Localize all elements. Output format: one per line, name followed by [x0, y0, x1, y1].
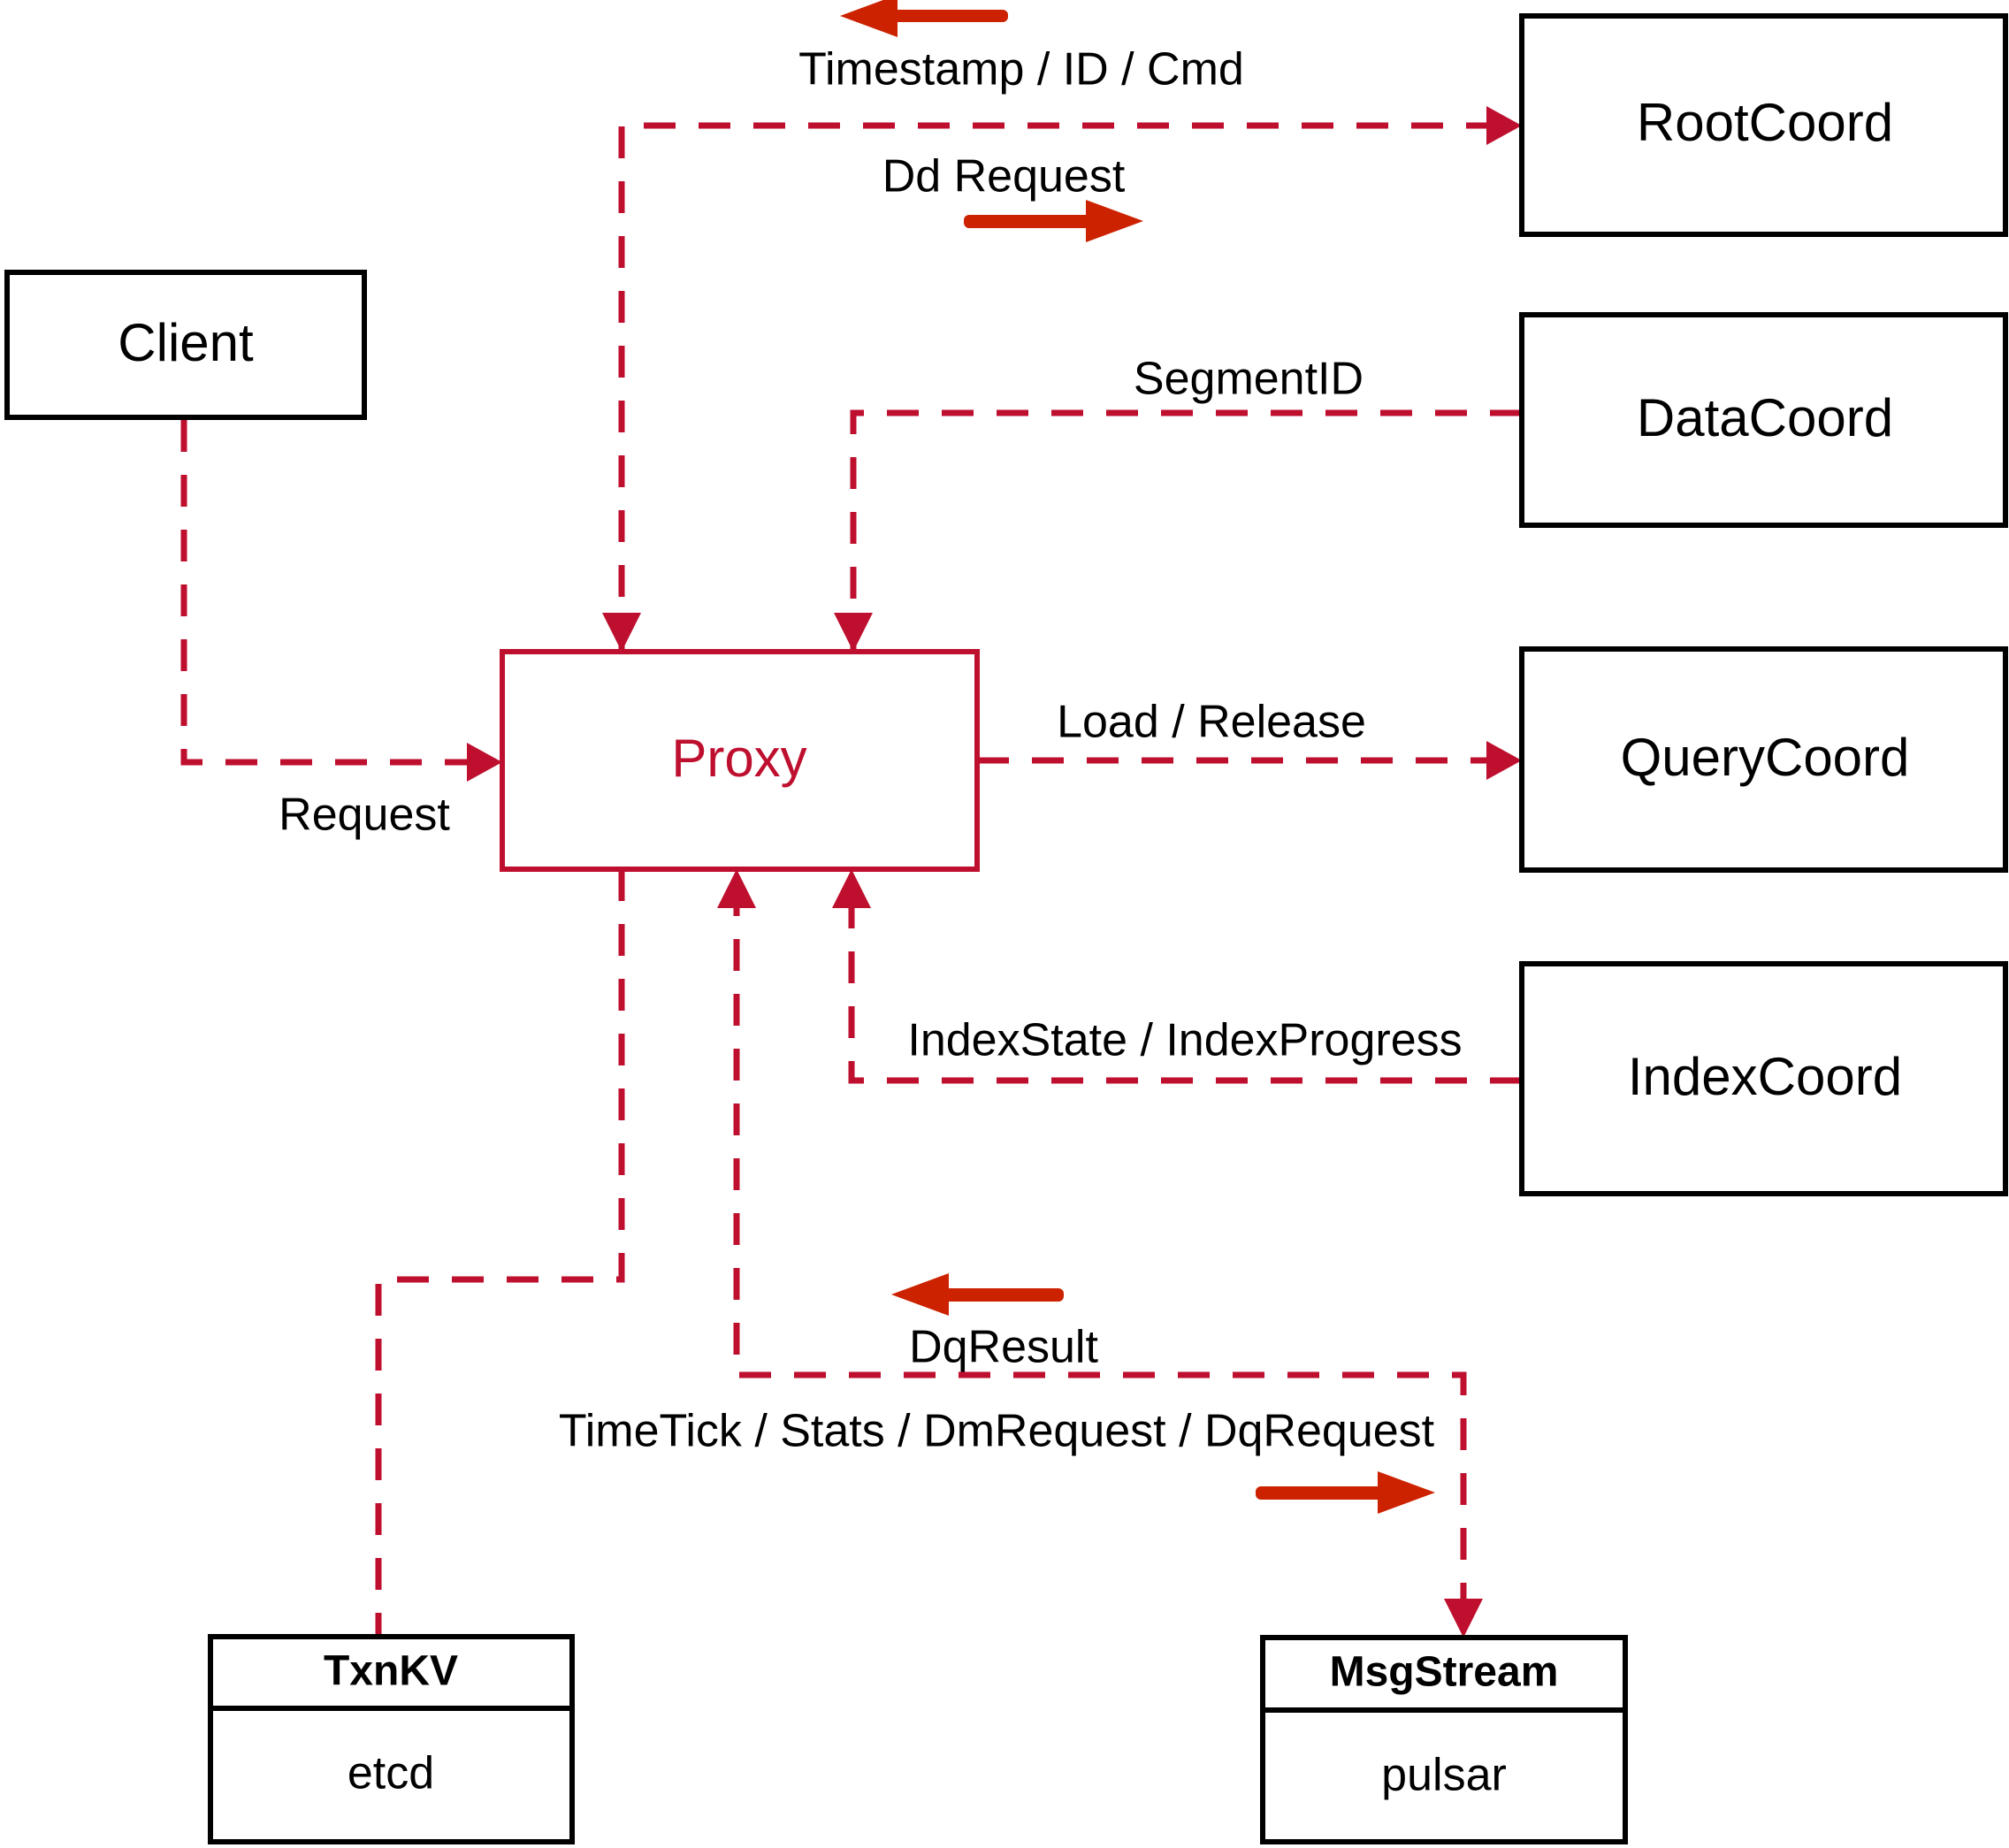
direction-arrow-timetick	[1256, 1471, 1435, 1514]
edge-label-timestamp: Timestamp / ID / Cmd	[798, 44, 1244, 95]
direction-arrow-timestamp	[840, 0, 1008, 37]
msgstream-label: MsgStream	[1330, 1649, 1559, 1696]
querycoord-label: QueryCoord	[1621, 728, 1910, 787]
edge-line-msgstream	[733, 884, 1467, 1618]
txnkv-box[interactable]	[208, 1634, 575, 1844]
rootcoord-label: RootCoord	[1637, 93, 1893, 152]
edge-label-request: Request	[279, 790, 450, 841]
arrow-head-querycoord	[1486, 741, 1522, 780]
proxy-box[interactable]	[500, 649, 980, 872]
arrow-head-proxy-top-right	[834, 613, 873, 652]
node-datacoord[interactable]: DataCoord	[1519, 312, 2008, 528]
rootcoord-box[interactable]	[1519, 13, 2008, 237]
node-proxy[interactable]: Proxy	[500, 649, 980, 872]
node-msgstream[interactable]: MsgStream pulsar	[1260, 1635, 1628, 1844]
querycoord-box[interactable]	[1519, 646, 2008, 873]
edge-label-load-release: Load / Release	[1057, 697, 1366, 748]
edge-line-indexcoord	[848, 884, 1522, 1084]
node-indexcoord[interactable]: IndexCoord	[1519, 961, 2008, 1196]
edge-line-rootcoord	[618, 122, 1508, 652]
txnkv-impl-label: etcd	[348, 1748, 434, 1799]
arrow-head-request	[467, 743, 502, 782]
edge-line-request	[180, 420, 488, 766]
edge-label-dd-request: Dd Request	[882, 151, 1126, 202]
txnkv-label: TxnKV	[324, 1648, 458, 1695]
indexcoord-box[interactable]	[1519, 961, 2008, 1196]
msgstream-box[interactable]	[1260, 1635, 1628, 1844]
indexcoord-label: IndexCoord	[1628, 1047, 1902, 1106]
direction-arrow-dd-request	[964, 200, 1143, 242]
node-txnkv[interactable]: TxnKV etcd	[208, 1634, 575, 1844]
arrow-head-msgstream	[1444, 1599, 1483, 1638]
edge-line-txnkv	[375, 869, 625, 1637]
arrow-head-proxy-bottom-right	[832, 869, 871, 908]
edge-line-datacoord	[850, 409, 1522, 652]
arrow-head-proxy-top-left	[602, 613, 641, 652]
node-rootcoord[interactable]: RootCoord	[1519, 13, 2008, 237]
edge-label-timetick: TimeTick / Stats / DmRequest / DqRequest	[559, 1406, 1435, 1457]
node-client[interactable]: Client	[4, 270, 367, 420]
datacoord-label: DataCoord	[1637, 388, 1893, 447]
arrow-head-rootcoord	[1486, 106, 1522, 145]
client-box[interactable]	[4, 270, 367, 420]
arrow-head-proxy-bottom-mid	[717, 869, 756, 908]
edge-label-segmentid: SegmentID	[1134, 354, 1364, 405]
client-label: Client	[118, 313, 254, 372]
edge-label-dqresult: DqResult	[909, 1322, 1098, 1373]
direction-arrow-dqresult	[891, 1273, 1064, 1316]
msgstream-impl-label: pulsar	[1381, 1750, 1507, 1801]
node-querycoord[interactable]: QueryCoord	[1519, 646, 2008, 873]
proxy-label: Proxy	[671, 729, 806, 788]
edge-label-indexstate: IndexState / IndexProgress	[907, 1015, 1462, 1066]
datacoord-box[interactable]	[1519, 312, 2008, 528]
